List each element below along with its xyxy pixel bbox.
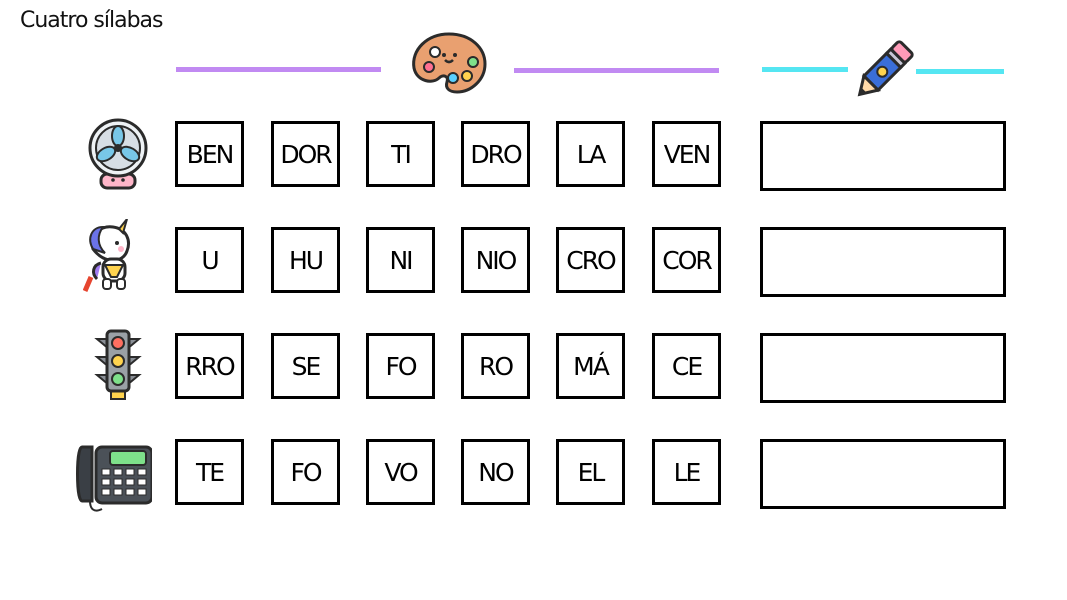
unicorn-icon [82, 218, 163, 299]
syllable-box[interactable]: HU [271, 227, 340, 293]
syllable-box[interactable]: SE [271, 333, 340, 399]
syllable-box[interactable]: LA [556, 121, 625, 187]
syllable-box[interactable]: NI [366, 227, 435, 293]
syllable-box[interactable]: TE [175, 439, 244, 505]
answer-box[interactable] [760, 333, 1006, 403]
traffic-light-icon [83, 325, 163, 405]
syllable-box[interactable]: FO [271, 439, 340, 505]
syllable-box[interactable]: DRO [461, 121, 530, 187]
decorative-line-left [176, 67, 381, 72]
answer-box[interactable] [760, 439, 1006, 509]
syllable-box[interactable]: NIO [461, 227, 530, 293]
word-row: U HU NI NIO CRO COR [0, 218, 1067, 297]
answer-box[interactable] [760, 227, 1006, 297]
syllable-box[interactable]: TI [366, 121, 435, 187]
word-row: BEN DOR TI DRO LA VEN [0, 118, 1067, 191]
syllable-box[interactable]: U [175, 227, 244, 293]
pencil-icon [848, 36, 918, 106]
syllable-box[interactable]: COR [652, 227, 721, 293]
decorative-line-right-b [916, 69, 1004, 74]
syllable-box[interactable]: CRO [556, 227, 625, 293]
telephone-icon [72, 441, 154, 521]
syllable-box[interactable]: DOR [271, 121, 340, 187]
page-title: Cuatro sílabas [20, 8, 164, 33]
fan-icon [83, 116, 163, 196]
syllable-box[interactable]: NO [461, 439, 530, 505]
answer-box[interactable] [760, 121, 1006, 191]
word-row: RRO SE FO RO MÁ CE [0, 329, 1067, 403]
decorative-line-middle [514, 68, 719, 73]
syllable-box[interactable]: CE [652, 333, 721, 399]
syllable-box[interactable]: RO [461, 333, 530, 399]
decorative-line-right-a [762, 67, 848, 72]
palette-icon [409, 30, 489, 100]
syllable-box[interactable]: MÁ [556, 333, 625, 399]
syllable-box[interactable]: FO [366, 333, 435, 399]
word-row: TE FO VO NO EL LE [0, 439, 1067, 512]
syllable-box[interactable]: EL [556, 439, 625, 505]
syllable-box[interactable]: VEN [652, 121, 721, 187]
syllable-box[interactable]: VO [366, 439, 435, 505]
syllable-box[interactable]: LE [652, 439, 721, 505]
syllable-box[interactable]: RRO [175, 333, 244, 399]
syllable-box[interactable]: BEN [175, 121, 244, 187]
